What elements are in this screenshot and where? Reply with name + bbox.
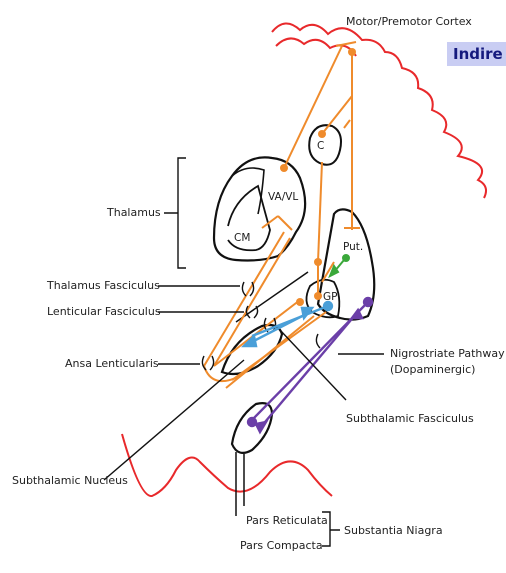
- internal-capsule-line: [235, 271, 309, 323]
- label-pars-reticulata: Pars Reticulata: [246, 514, 328, 527]
- label-thalamus-fasciculus: Thalamus Fasciculus: [47, 279, 160, 292]
- label-nigrostriate-2: (Dopaminergic): [390, 363, 476, 376]
- label-thalamus: Thalamus: [107, 206, 161, 219]
- putamen-label: Put.: [343, 241, 364, 253]
- thalamus-lamina: [231, 167, 265, 215]
- subthalamic-arrows: [241, 300, 334, 348]
- label-lenticular-fasciculus: Lenticular Fasciculus: [47, 305, 161, 318]
- leader-lines: [103, 285, 384, 547]
- label-subthalamic-fasciculus: Subthalamic Fasciculus: [346, 412, 474, 425]
- gp-label: GP: [323, 291, 338, 303]
- dopamine-arrow: [328, 254, 350, 279]
- label-nigrostriate-1: Nigrostriate Pathway: [390, 347, 505, 360]
- substantia-nigra: [230, 402, 274, 455]
- label-ansa-lenticularis: Ansa Lenticularis: [65, 357, 159, 370]
- label-substantia-nigra: Substantia Niagra: [344, 524, 443, 537]
- diagram-title: Indire: [447, 42, 506, 66]
- cortex-outline: [271, 22, 487, 199]
- globus-pallidus: [305, 278, 341, 319]
- va-vl-label: VA/VL: [268, 191, 299, 203]
- midbrain-outline: [121, 433, 333, 497]
- label-motor-cortex: Motor/Premotor Cortex: [346, 15, 472, 28]
- caudate-nucleus: [308, 124, 342, 166]
- thalamus-internal: [227, 184, 271, 252]
- label-subthalamic-nucleus: Subthalamic Nucleus: [12, 474, 128, 487]
- cm-label: CM: [234, 232, 251, 244]
- fasciculus-arcs: [201, 281, 321, 371]
- thalamus-bracket: [164, 157, 186, 269]
- orange-terminals: [280, 48, 356, 306]
- cortex-outline-inner: [275, 37, 357, 57]
- caudate-label: C: [317, 140, 325, 152]
- label-pars-compacta: Pars Compacta: [240, 539, 323, 552]
- orange-pathways: [203, 41, 360, 389]
